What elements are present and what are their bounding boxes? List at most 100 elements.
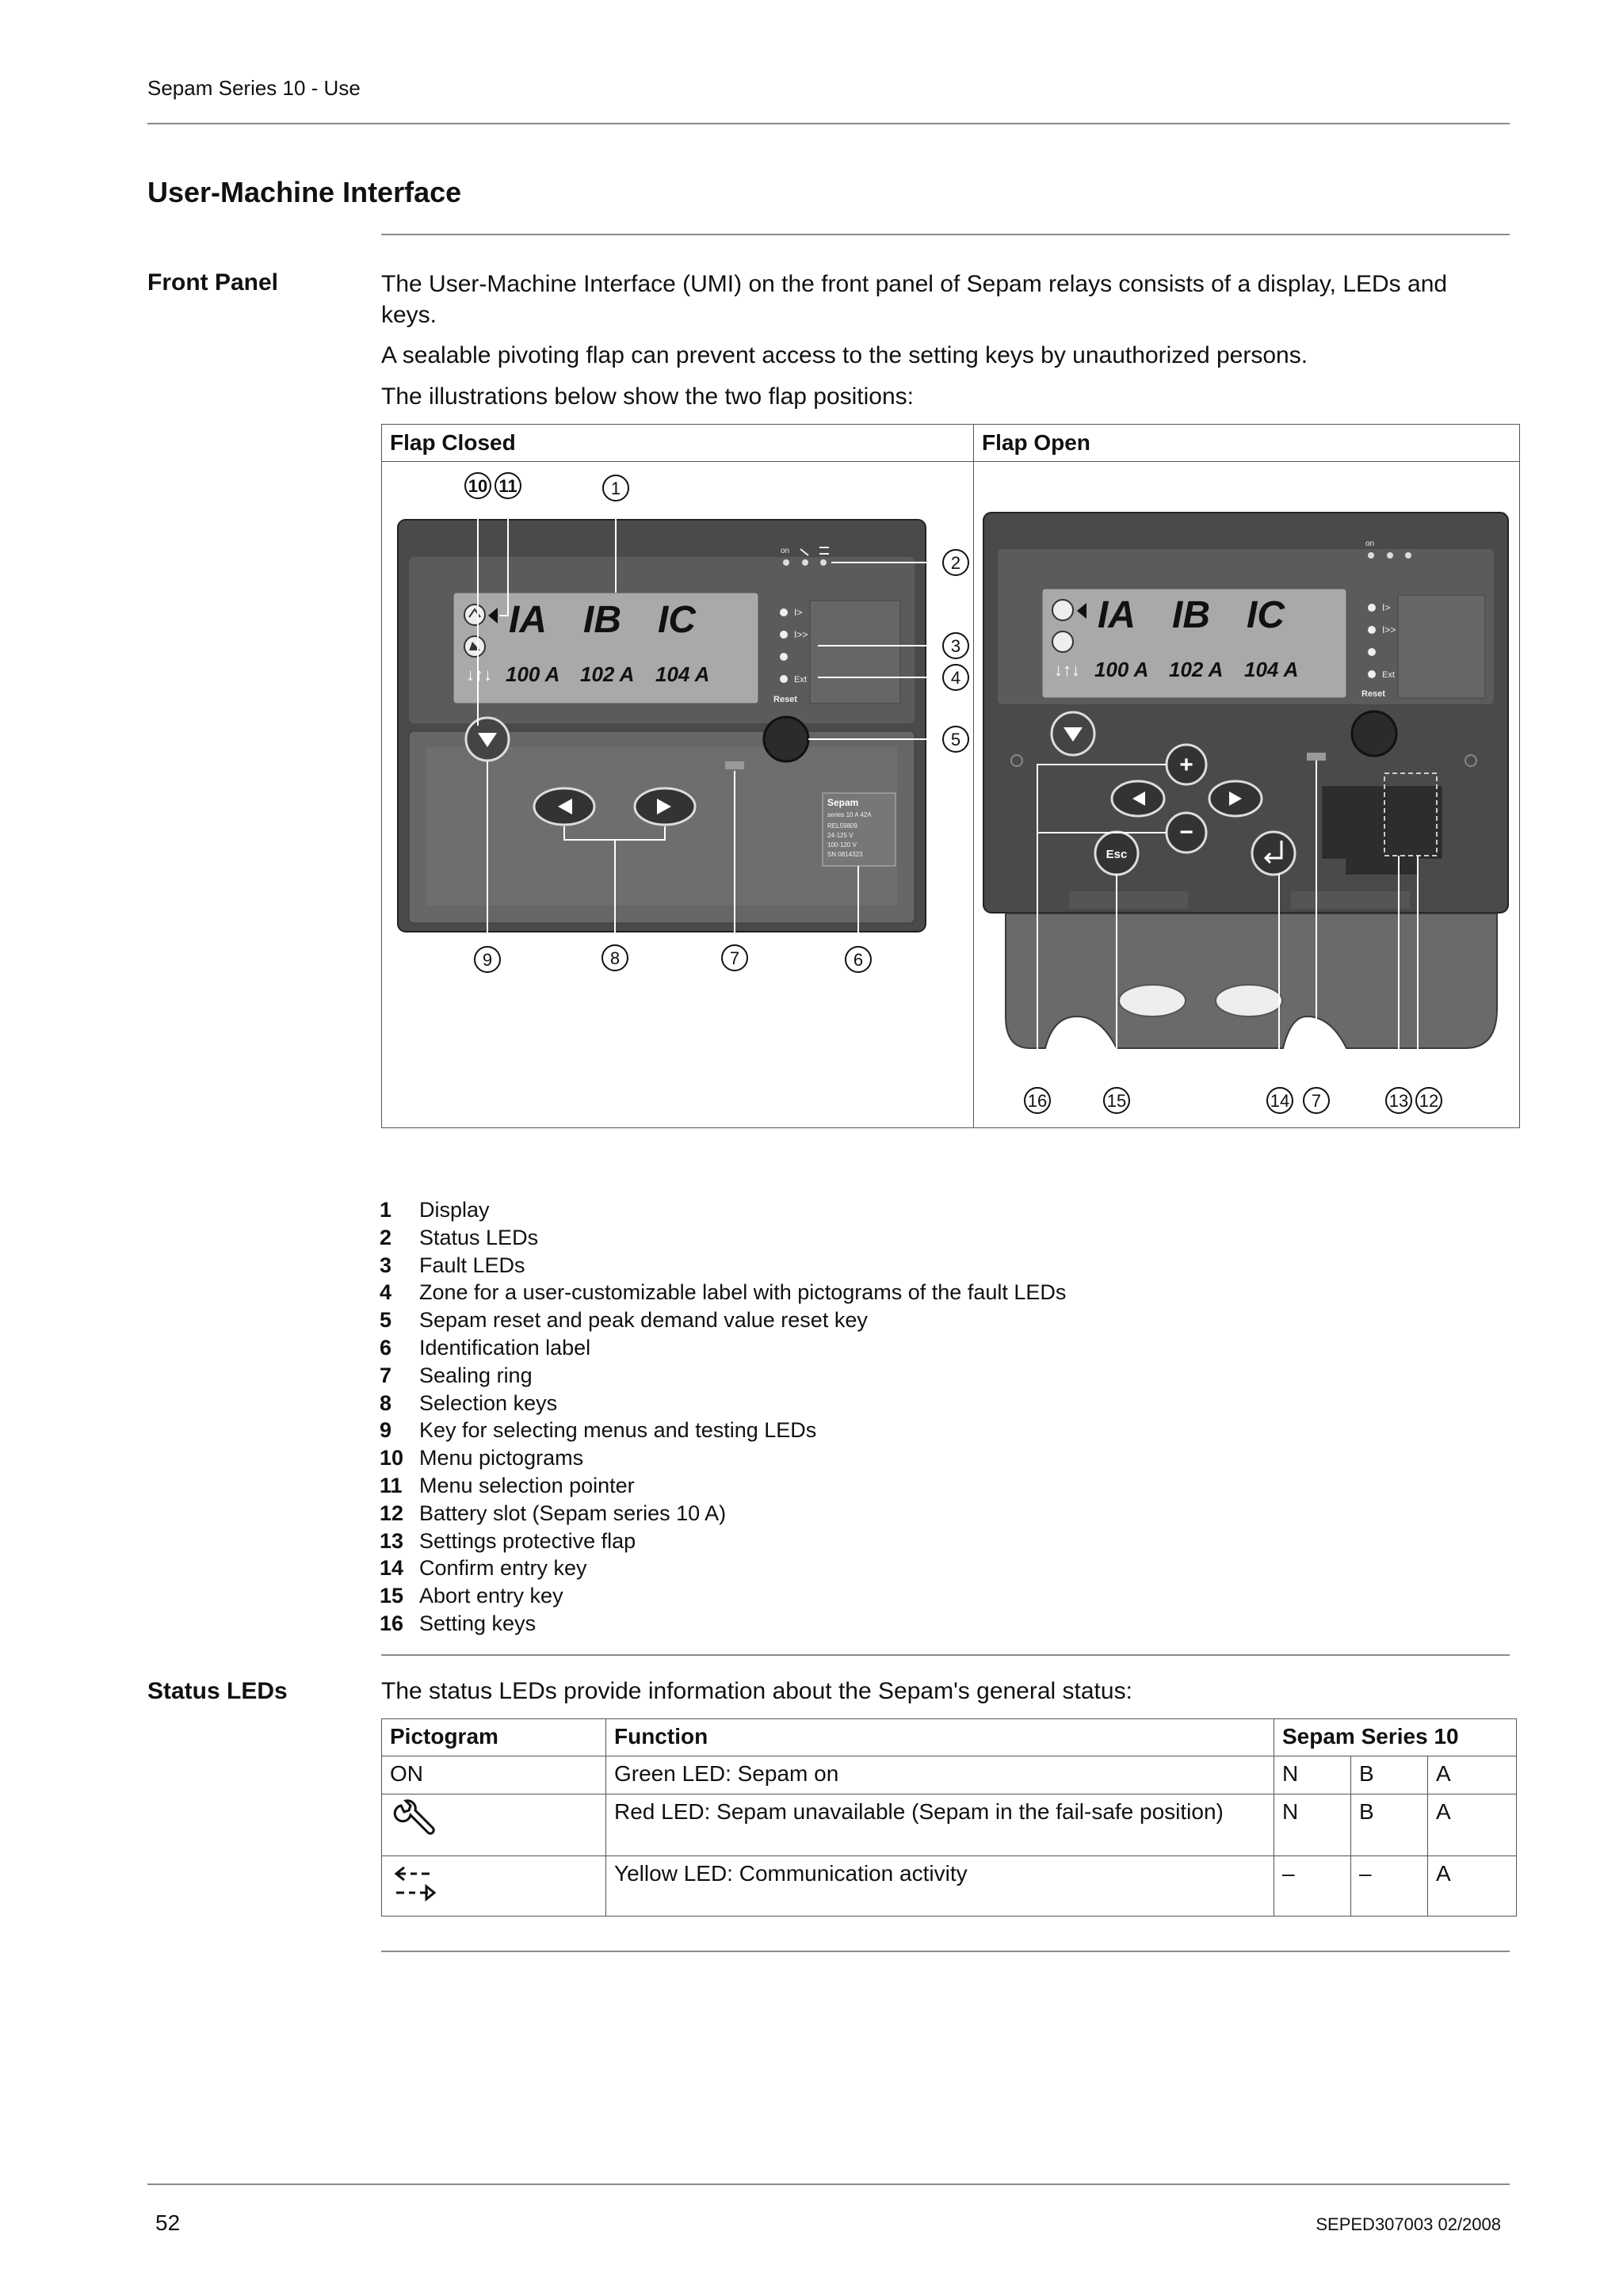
svg-text:Ext: Ext [794,675,807,685]
reset-key-open[interactable] [1350,710,1398,757]
svg-text:104 A: 104 A [1244,658,1298,681]
svg-text:on: on [781,547,789,555]
svg-text:6: 6 [854,950,863,970]
doc-reference: SEPED307003 02/2008 [1316,2214,1501,2234]
pictogram-cell [381,1794,606,1856]
svg-text:15: 15 [1107,1091,1126,1111]
section-title: User-Machine Interface [147,176,462,208]
svg-text:14: 14 [1270,1091,1289,1111]
flap-closed-header: Flap Closed [381,424,974,462]
status-leds: on [781,547,829,566]
svg-text:I>: I> [1382,602,1390,613]
a-cell: A [1427,1794,1517,1856]
callouts-closed: 10 11 1 2 3 4 5 9 8 7 6 [464,472,969,973]
identification-label: Sepam series 10 A 42A REL59809 24-125 V … [822,792,896,867]
svg-text:4: 4 [951,668,960,688]
svg-text:10: 10 [468,476,487,496]
flap-open-header: Flap Open [973,424,1520,462]
callouts-open: 16 15 14 7 13 12 [1024,1087,1442,1114]
n-cell: – [1274,1855,1351,1917]
svg-text:12: 12 [1419,1091,1438,1111]
svg-text:SN 0814323: SN 0814323 [827,851,863,858]
front-panel-para-3: The illustrations below show the two fla… [381,383,915,410]
svg-text:I>>: I>> [1382,624,1396,635]
svg-text:Reset: Reset [1361,689,1385,699]
confirm-key[interactable] [1251,830,1296,876]
col-series: Sepam Series 10 [1274,1718,1517,1756]
svg-text:11: 11 [498,476,517,496]
reset-text: Reset [773,695,797,704]
flap-open-cell: ↓↑↓ IA IB IC 100 A 102 A 104 A on I> I>>… [973,461,1520,1128]
col-pictogram: Pictogram [381,1718,606,1756]
status-leds-label: Status LEDs [147,1678,288,1704]
svg-text:IB: IB [583,599,621,641]
front-panel-para-1: The User-Machine Interface (UMI) on the … [381,271,1448,328]
table-header-row: Pictogram Function Sepam Series 10 [381,1718,1517,1756]
flap-figure-table: Flap Closed Flap Open ↓↑↓ [381,424,1520,1128]
sealing-ring [725,761,744,769]
status-leds-table: Pictogram Function Sepam Series 10 ON Gr… [381,1718,1517,1917]
n-cell: N [1274,1756,1351,1794]
n-cell: N [1274,1794,1351,1856]
svg-text:↓↑↓: ↓↑↓ [1054,660,1080,680]
legend-rule [381,1654,1510,1656]
svg-text:8: 8 [610,948,620,968]
bottom-section-rule [381,1951,1510,1952]
a-cell: A [1427,1855,1517,1917]
svg-text:13: 13 [1389,1091,1408,1111]
svg-text:Sepam: Sepam [827,797,858,808]
flap-closed-illustration: ↓↑↓ IA IB IC 100 A 102 A 104 A on [397,472,969,973]
function-cell: Red LED: Sepam unavailable (Sepam in the… [605,1794,1274,1856]
b-cell: B [1350,1794,1428,1856]
svg-text:24-125 V: 24-125 V [827,832,854,839]
reset-key[interactable] [762,715,810,763]
display-readout-open: IA IB IC 100 A 102 A 104 A [1094,594,1298,681]
function-cell: Yellow LED: Communication activity [605,1855,1274,1917]
svg-text:IA: IA [1098,594,1136,636]
svg-text:↓↑↓: ↓↑↓ [466,665,492,685]
svg-text:3: 3 [951,636,960,656]
selection-keys[interactable] [533,787,697,826]
svg-text:on: on [1365,540,1374,548]
wrench-icon [393,1799,435,1835]
svg-text:IB: IB [1172,594,1210,636]
status-leds-intro: The status LEDs provide information abou… [381,1678,1132,1704]
front-panel-label: Front Panel [147,269,279,296]
fault-leds: I> I>> Ext [780,607,808,685]
menu-pointer [488,608,498,624]
svg-text:REL59809: REL59809 [827,822,857,830]
communication-arrows-icon [394,1866,437,1902]
svg-text:+: + [1179,752,1193,778]
svg-text:−: − [1179,819,1193,845]
b-cell: – [1350,1855,1428,1917]
svg-text:Esc: Esc [1106,848,1128,861]
header-rule [147,123,1510,124]
pictogram-cell: ON [381,1756,606,1794]
running-header: Sepam Series 10 - Use [147,76,361,100]
footer-rule [147,2183,1510,2185]
flap-open-illustration: ↓↑↓ IA IB IC 100 A 102 A 104 A on I> I>>… [983,512,1509,1114]
setting-keys[interactable]: + − [1110,743,1263,854]
svg-text:2: 2 [951,553,960,573]
display-readout: IA IB IC 100 A 102 A 104 A [506,599,709,686]
svg-text:series 10 A 42A: series 10 A 42A [827,811,872,818]
svg-text:100 A: 100 A [506,662,559,686]
svg-text:16: 16 [1028,1091,1047,1111]
pictogram-cell [381,1855,606,1917]
svg-text:7: 7 [1312,1091,1321,1111]
svg-text:I>: I> [794,607,802,618]
svg-text:104 A: 104 A [655,662,709,686]
section-rule [381,234,1510,235]
svg-text:Ext: Ext [1382,670,1395,680]
